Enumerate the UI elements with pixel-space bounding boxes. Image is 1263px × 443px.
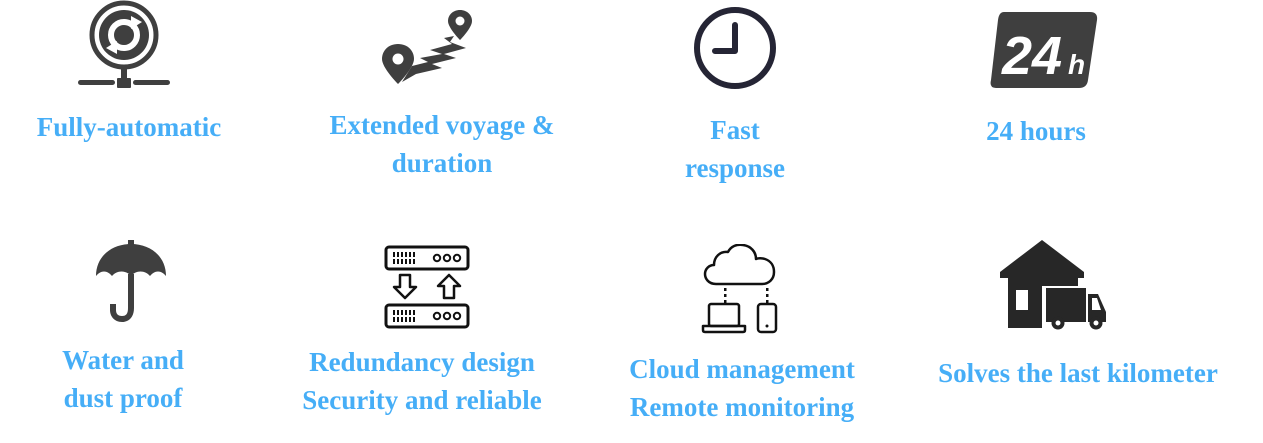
clock-icon	[694, 7, 776, 89]
24-hours-icon: 24 h	[990, 12, 1098, 88]
route-map-pins-icon	[382, 10, 472, 84]
badge-unit: h	[1068, 49, 1085, 80]
badge-number: 24	[1001, 26, 1062, 86]
feature-label: Cloud management Remote monitoring	[629, 354, 855, 422]
feature-label: Extended voyage & duration	[329, 110, 555, 178]
cloud-devices-icon	[701, 244, 778, 334]
network-sync-icon	[78, 0, 170, 88]
feature-label: Fast response	[684, 115, 786, 183]
feature-label: Solves the last kilometer	[938, 358, 1218, 388]
feature-label: Water and dust proof	[62, 345, 184, 413]
warehouse-truck-icon	[1000, 240, 1106, 330]
feature-label: Fully-automatic	[36, 112, 222, 142]
umbrella-icon	[96, 240, 166, 322]
feature-label: 24 hours	[986, 116, 1086, 146]
feature-label: Redundancy design Security and reliable	[302, 347, 542, 415]
server-redundancy-icon	[384, 245, 470, 329]
